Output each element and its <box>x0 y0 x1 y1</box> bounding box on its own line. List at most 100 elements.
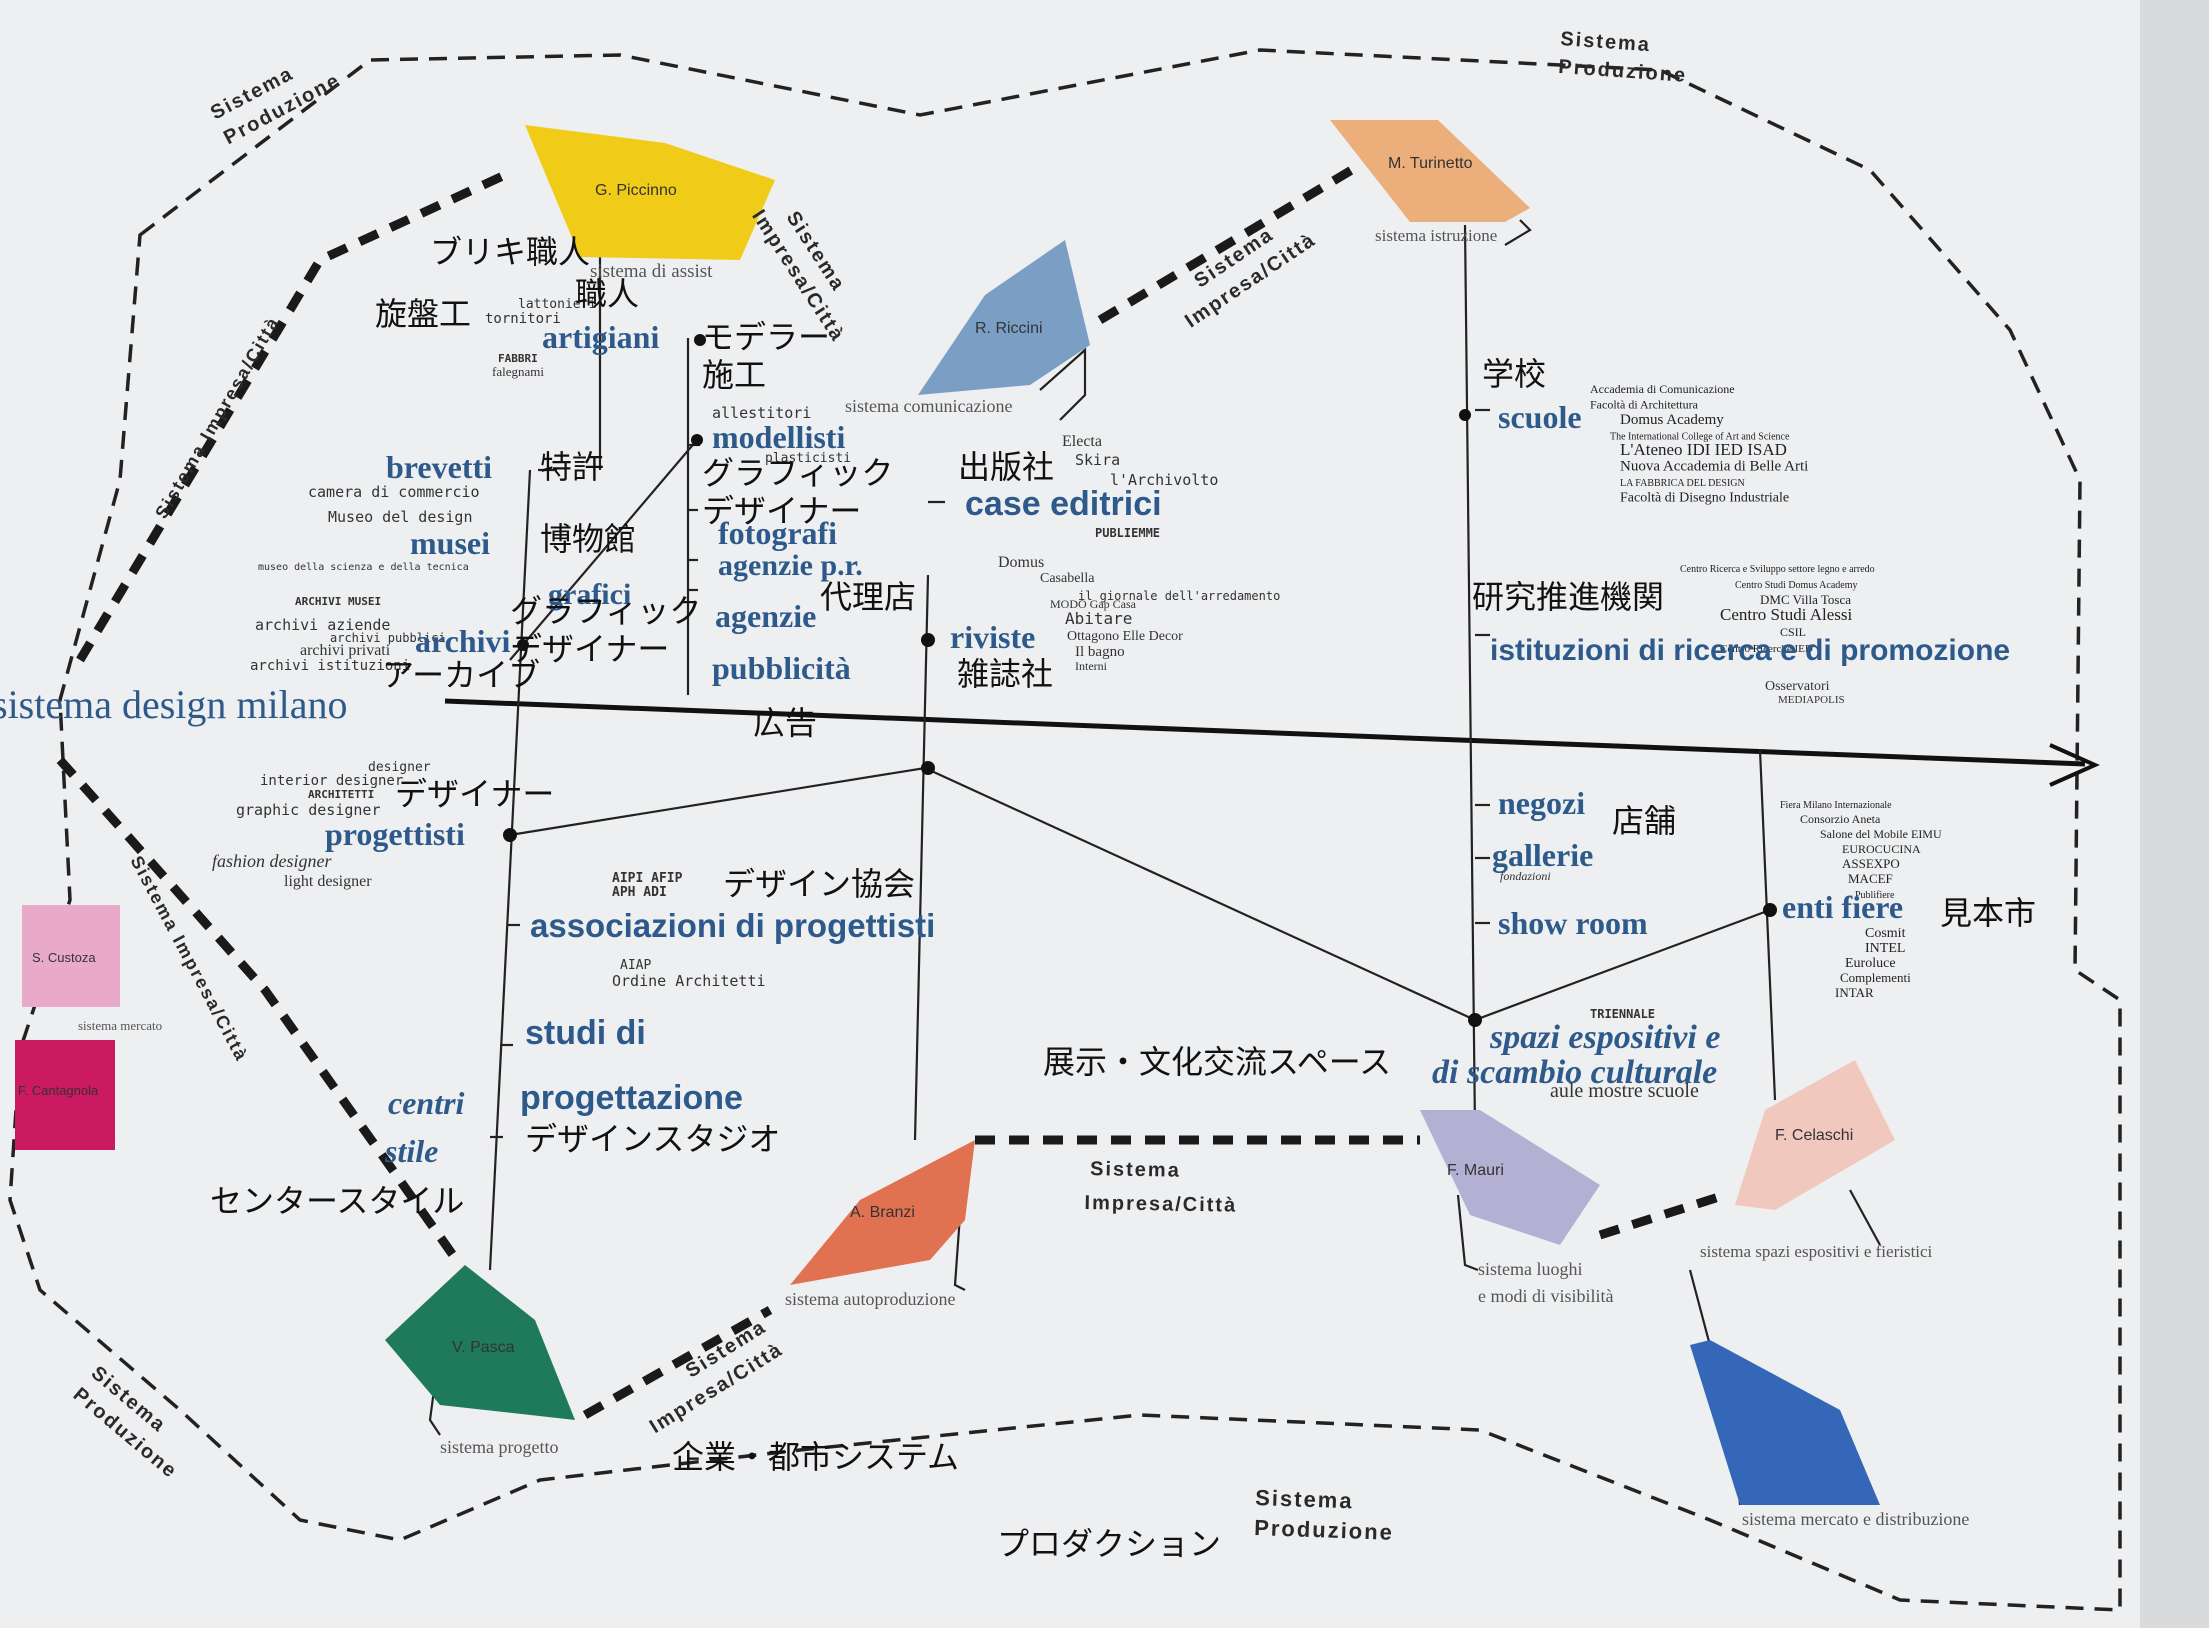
svg-text:見本市: 見本市 <box>1940 894 2036 932</box>
svg-text:APH ADI: APH ADI <box>612 885 667 900</box>
svg-text:centri: centri <box>388 1085 465 1121</box>
shape-piccinno: G. Piccinno sistema di assist <box>525 125 775 282</box>
shape-branzi: A. Branzi sistema autoproduzione <box>785 1140 975 1309</box>
list-item: CSIL <box>1780 625 1806 639</box>
list-item: DMC Villa Tosca <box>1760 592 1851 607</box>
list-item: Fiera Milano Internazionale <box>1780 800 1892 811</box>
svg-text:fashion designer: fashion designer <box>212 851 332 871</box>
svg-text:sistema di assist: sistema di assist <box>590 261 713 282</box>
svg-text:brevetti: brevetti <box>386 449 492 485</box>
svg-text:allestitori: allestitori <box>712 404 811 422</box>
list-item: INTAR <box>1835 985 1874 1000</box>
svg-text:デザイナー: デザイナー <box>395 775 554 813</box>
svg-text:博物館: 博物館 <box>540 520 636 558</box>
svg-text:Il bagno: Il bagno <box>1075 644 1125 660</box>
svg-text:associazioni di progettisti: associazioni di progettisti <box>530 907 935 944</box>
svg-text:Impresa/Città: Impresa/Città <box>1084 1192 1237 1217</box>
svg-text:sistema progetto: sistema progetto <box>440 1437 558 1457</box>
svg-text:aule mostre scuole: aule mostre scuole <box>1550 1080 1699 1102</box>
svg-text:F. Mauri: F. Mauri <box>1447 1162 1504 1179</box>
shape-mercato: sistema mercato e distribuzione <box>1690 1340 1969 1529</box>
svg-text:archivi privati: archivi privati <box>300 642 391 659</box>
svg-text:研究推進機関: 研究推進機関 <box>1472 578 1664 616</box>
svg-text:Domus: Domus <box>998 554 1044 571</box>
diagram-title: sistema design milano <box>0 682 348 727</box>
svg-text:riviste: riviste <box>950 619 1035 655</box>
svg-text:特許: 特許 <box>540 448 604 486</box>
svg-text:AIAP: AIAP <box>620 958 651 973</box>
list-item: Domus Academy <box>1620 412 1724 428</box>
svg-text:show room: show room <box>1498 905 1648 941</box>
svg-text:Museo del design: Museo del design <box>328 508 473 526</box>
svg-text:広告: 広告 <box>753 704 817 742</box>
cluster-progettisti: designer interior designer ARCHITETTI gr… <box>212 760 935 1169</box>
svg-text:デザイン協会: デザイン協会 <box>723 865 915 903</box>
svg-text:出版社: 出版社 <box>958 448 1054 486</box>
svg-text:modellisti: modellisti <box>712 419 845 455</box>
list-item: Centro Ricerche IED <box>1720 643 1813 655</box>
shape-pasca: V. Pasca sistema progetto <box>385 1265 575 1457</box>
list-item: Salone del Mobile EIMU <box>1820 827 1942 841</box>
svg-text:falegnami: falegnami <box>492 364 544 379</box>
svg-text:Abitare: Abitare <box>1065 609 1132 628</box>
svg-text:センタースタイル: センタースタイル <box>210 1182 464 1220</box>
svg-text:musei: musei <box>410 525 490 561</box>
svg-text:Sistema: Sistema <box>1090 1158 1181 1182</box>
shape-custoza: S. Custoza sistema mercato <box>22 905 162 1033</box>
svg-text:agenzie p.r.: agenzie p.r. <box>718 549 863 582</box>
cluster-negozi: negozi gallerie fondazioni show room Fie… <box>1432 785 1942 1102</box>
svg-text:sistema mercato: sistema mercato <box>78 1018 162 1033</box>
svg-text:グラフィック: グラフィック <box>510 592 701 630</box>
list-item: ASSEXPO <box>1842 856 1900 871</box>
paper-edge-shadow <box>2140 0 2209 1628</box>
svg-text:museo della scienza e della te: museo della scienza e della tecnica <box>258 562 469 573</box>
shape-riccini: R. Riccini sistema comunicazione <box>845 240 1090 416</box>
list-item: L'Ateneo IDI IED ISAD <box>1620 440 1787 459</box>
svg-text:Ordine Architetti: Ordine Architetti <box>612 972 766 990</box>
svg-text:デザイナー: デザイナー <box>510 630 669 668</box>
svg-text:デザインスタジオ: デザインスタジオ <box>525 1120 780 1158</box>
svg-text:アーカイブ: アーカイブ <box>382 656 540 694</box>
svg-text:G. Piccinno: G. Piccinno <box>595 182 677 199</box>
svg-text:graphic designer: graphic designer <box>236 801 381 819</box>
svg-text:ARCHIVI MUSEI: ARCHIVI MUSEI <box>295 595 381 608</box>
connector-dots <box>503 334 1777 1027</box>
list-item: Accademia di Comunicazione <box>1590 382 1735 396</box>
svg-text:fotografi: fotografi <box>718 515 837 551</box>
svg-text:agenzie: agenzie <box>715 598 816 634</box>
svg-text:sistema istruzione: sistema istruzione <box>1375 226 1497 245</box>
main-axis-arrow <box>444 698 2100 787</box>
svg-text:F. Cantagnola: F. Cantagnola <box>18 1083 99 1098</box>
list-item: EUROCUCINA <box>1842 842 1921 856</box>
list-item: Centro Studi Alessi <box>1720 605 1853 624</box>
svg-text:ブリキ職人: ブリキ職人 <box>430 233 590 271</box>
impresa-dashed-lines <box>56 161 1727 1419</box>
svg-text:MEDIAPOLIS: MEDIAPOLIS <box>1778 694 1845 706</box>
svg-text:TRIENNALE: TRIENNALE <box>1590 1007 1655 1021</box>
svg-text:grafici: grafici <box>548 578 631 611</box>
svg-text:R. Riccini: R. Riccini <box>975 320 1043 337</box>
svg-text:旋盤工: 旋盤工 <box>375 295 471 333</box>
svg-text:デザイナー: デザイナー <box>702 492 861 530</box>
svg-text:ARCHITETTI: ARCHITETTI <box>308 788 374 801</box>
list-item: Consorzio Aneta <box>1800 812 1881 826</box>
svg-text:designer: designer <box>368 760 431 775</box>
svg-text:e modi di visibilità: e modi di visibilità <box>1478 1286 1614 1306</box>
svg-text:FABBRI: FABBRI <box>498 352 538 365</box>
svg-text:negozi: negozi <box>1498 785 1585 821</box>
svg-text:F. Celaschi: F. Celaschi <box>1775 1127 1853 1144</box>
svg-text:light designer: light designer <box>284 873 372 890</box>
svg-text:職人: 職人 <box>575 275 639 313</box>
svg-text:spazi espositivi e: spazi espositivi e <box>1489 1019 1720 1056</box>
svg-text:AIPI AFIP: AIPI AFIP <box>612 871 683 886</box>
svg-text:モデラー: モデラー <box>702 318 830 356</box>
svg-text:sistema autoproduzione: sistema autoproduzione <box>785 1289 955 1309</box>
svg-text:pubblicità: pubblicità <box>712 650 851 686</box>
svg-text:gallerie: gallerie <box>1492 837 1593 873</box>
svg-text:case editrici: case editrici <box>965 485 1162 523</box>
svg-text:progettazione: progettazione <box>520 1079 743 1117</box>
svg-text:archivi pubblici: archivi pubblici <box>330 631 446 645</box>
